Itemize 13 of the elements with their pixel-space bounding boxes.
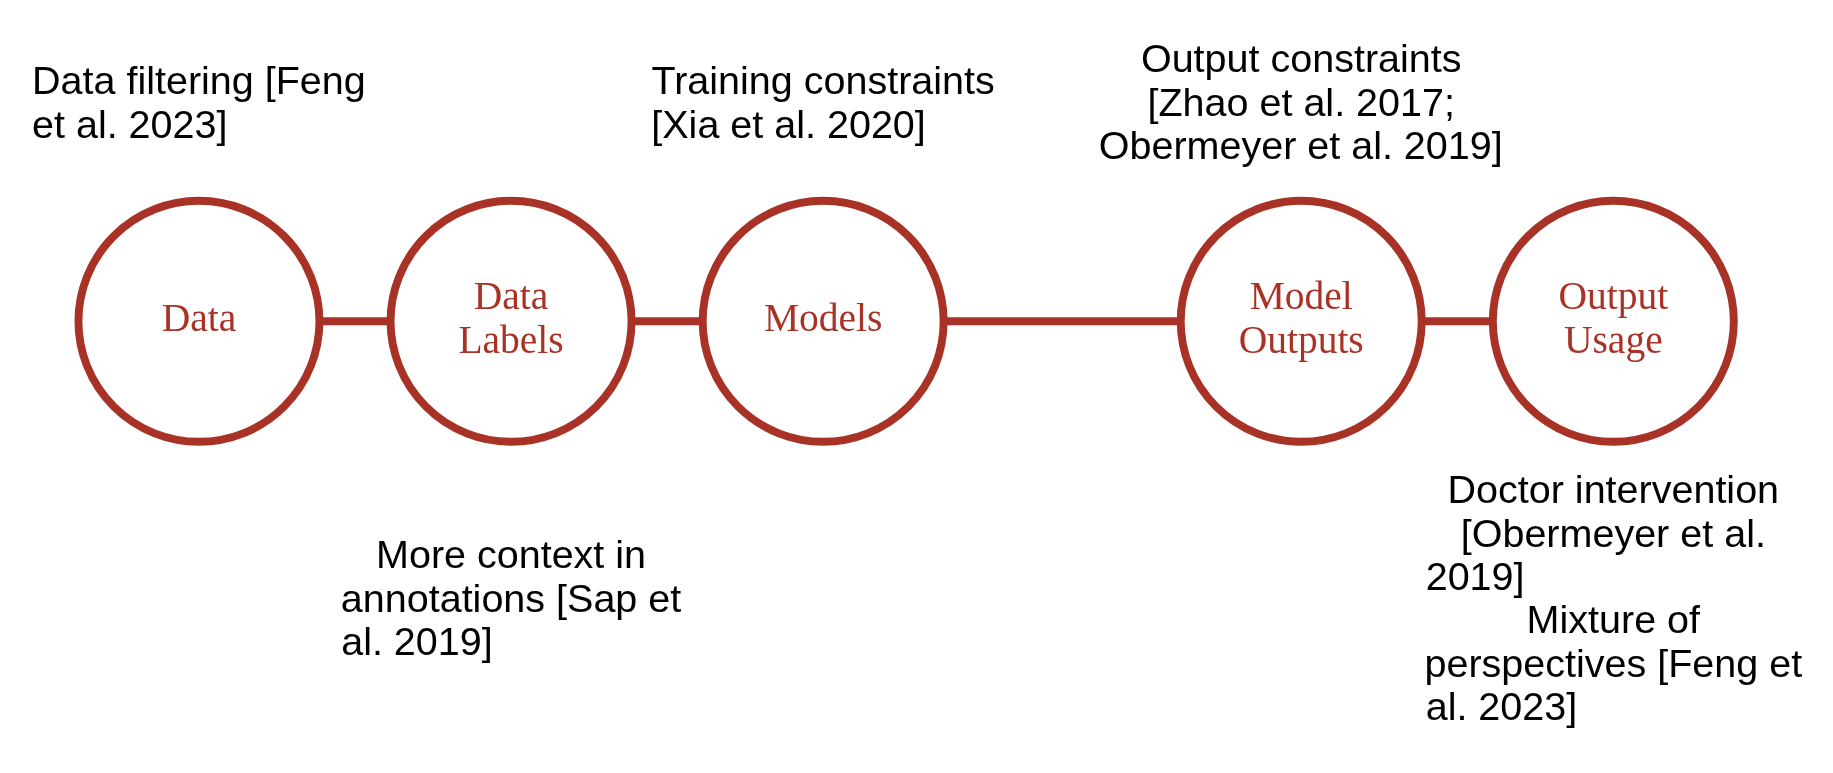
connector — [319, 317, 390, 326]
node-label: Output constraints [Zhao et al. 2017; Obermeyer et al. 2019] — [1098, 36, 1503, 168]
connector — [944, 317, 1181, 326]
node-label: Mixture of perspectives [Feng et al. 2023] — [1424, 597, 1803, 729]
node-label: Doctor intervention [Obermeyer et al. 2019] — [1425, 467, 1780, 598]
node-label: More context in annotations [Sap et al. 2019] — [340, 532, 682, 664]
node-circle: Model Outputs — [1176, 196, 1426, 446]
node-circle: Data Labels — [386, 196, 636, 446]
node-label: Training constraints [Xia et al. 2020] — [651, 58, 995, 146]
node-label: Data filtering [Feng et al. 2023] — [32, 58, 366, 146]
node-circle: Data — [74, 196, 324, 446]
node-circle: Models — [698, 196, 948, 446]
node-circle: Output Usage — [1488, 196, 1738, 446]
